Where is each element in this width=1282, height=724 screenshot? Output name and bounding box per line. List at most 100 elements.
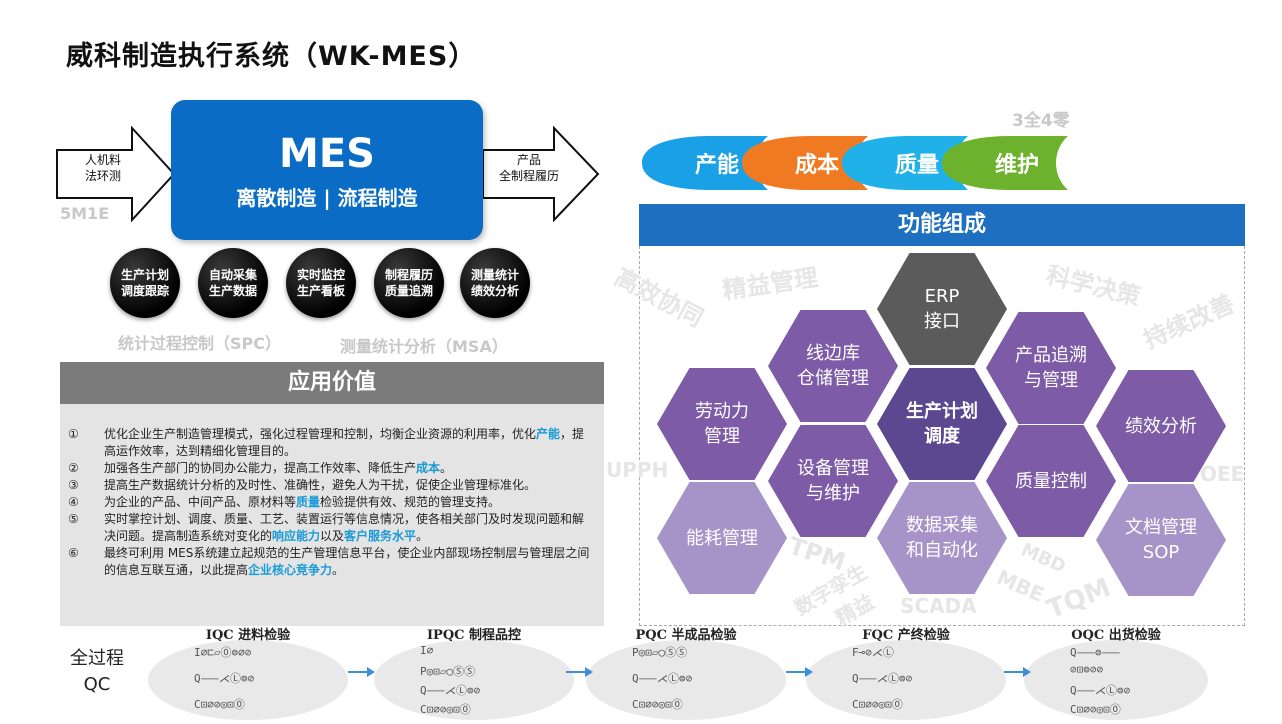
value-text: 为企业的产品、中间产品、原材料等: [104, 495, 297, 509]
circle-line: 测量统计: [470, 268, 519, 282]
circle-line: 生产看板: [296, 284, 345, 298]
qc-flow-arrow: [348, 667, 375, 677]
circle-plan-schedule: 生产计划调度跟踪: [110, 248, 180, 318]
input-arrow-shape: [56, 126, 176, 222]
circle-process-trace: 制程履历质量追溯: [374, 248, 444, 318]
qc-step-line: C⊡∅⊘◎⊡⓪: [194, 698, 245, 711]
hex-label-line: 数据采集: [906, 515, 978, 536]
hex-data-collection: 数据采集和自动化: [877, 482, 1007, 594]
hex-label-line: 仓储管理: [797, 368, 869, 389]
qc-step-line: C⊡∅⊘◎⊡⓪: [1070, 703, 1121, 716]
hex-label-line: 和自动化: [906, 540, 978, 561]
hex-label: 设备管理与维护: [788, 456, 878, 506]
input-arrow-line2: 法环测: [84, 169, 121, 183]
value-item-number: ⑥: [68, 546, 79, 560]
hex-label: 绩效分析: [1116, 414, 1206, 439]
feature-circles: 生产计划调度跟踪 自动采集生产数据 实时监控生产看板 制程履历质量追溯 测量统计…: [110, 248, 550, 328]
output-arrow-label: 产品 全制程履历: [488, 152, 570, 184]
watermark: SCADA: [900, 594, 977, 618]
hex-erp-interface: ERP 接口: [877, 253, 1007, 365]
hex-label-line: 文档管理: [1125, 517, 1197, 538]
hex-label-line: 接口: [924, 311, 960, 332]
qc-flow-arrow: [786, 667, 813, 677]
value-keyword: 成本: [416, 461, 441, 475]
value-list: ① 优化企业生产制造管理模式，强化过程管理和控制，均衡企业资源的利用率，优化产能，…: [60, 404, 604, 626]
hex-label-line: 调度: [924, 426, 960, 447]
mes-subtitle: 离散制造 | 流程制造: [236, 186, 418, 210]
qc-step-title: OQC 出货检验: [1071, 628, 1161, 643]
tag-leaf-shape: [942, 136, 1068, 190]
hex-labor: 劳动力管理: [657, 368, 787, 480]
qc-flow-arrow: [1004, 667, 1031, 677]
qc-flow-arrow: [566, 667, 593, 677]
value-item-text: 最终可利用 MES系统建立起规范的生产管理信息平台，使企业内部现场控制层与管理层…: [104, 545, 594, 579]
value-item-number: ①: [68, 427, 79, 441]
value-item-text: 实时掌控计划、调度、质量、工艺、装置运行等信息情况，使各相关部门及时发现问题和解…: [104, 511, 594, 545]
hex-label-line: 能耗管理: [686, 527, 758, 549]
hex-label-line: ERP: [924, 286, 960, 307]
value-text: 以及: [320, 529, 345, 543]
qc-step-ellipse: [148, 640, 348, 720]
hex-label-line: 管理: [704, 426, 740, 447]
output-arrow-line2: 全制程履历: [498, 169, 559, 183]
tag-quality: 质量: [872, 134, 962, 192]
qc-label-line2: QC: [83, 674, 111, 695]
value-text: 优化企业生产制造管理模式，强化过程管理和控制，均衡企业资源的利用率，优化: [104, 427, 537, 441]
value-text: 实时掌控计划、调度、质量、工艺、装置运行等信息情况，使各相关部门及时发现问题和解…: [104, 512, 585, 543]
qc-step-line: F⊸⊘⋌Ⓛ: [852, 646, 894, 659]
hex-label: 能耗管理: [677, 526, 767, 551]
output-arrow-shape: [482, 126, 600, 222]
hex-label-line: 线边库: [806, 343, 860, 364]
circle-measure-analysis: 测量统计绩效分析: [460, 248, 530, 318]
qc-step-line: Q⸺⋌Ⓛ⊜⊘: [852, 672, 913, 685]
qc-step-line: C⊡∅⊘◎⊡⓪: [420, 703, 471, 716]
qc-step-ellipse: [1024, 640, 1208, 720]
hex-label: 产品追溯与管理: [1006, 343, 1096, 393]
hex-label-line: 劳动力: [695, 401, 749, 422]
tag-label: 成本: [794, 153, 839, 178]
input-arrow-label: 人机料 法环测: [68, 152, 138, 184]
value-keyword: 企业核心竞争力: [248, 563, 333, 577]
input-arrow-line1: 人机料: [84, 153, 121, 167]
mes-title: MES: [279, 131, 375, 177]
tag-leaf-shape: [842, 136, 968, 190]
qc-step-ellipse: [374, 640, 574, 720]
tag-capacity: 产能: [672, 134, 762, 192]
hex-plan-schedule: 生产计划调度: [877, 368, 1007, 480]
value-text: 检验提供有效、规范的管理支持。: [320, 495, 501, 509]
page-title: 威科制造执行系统（WK-MES）: [66, 41, 477, 72]
qc-step-line: I∅⊏▱⓪⊜∅⊘: [194, 646, 252, 659]
value-text: ，提高运作效率，达到精细化管理目的。: [104, 427, 585, 458]
value-text: 最终可利用 MES系统建立起规范的生产管理信息平台，使企业内部现场控制层与管理层…: [104, 546, 590, 577]
value-text: 。: [416, 529, 429, 543]
ghost-msa: 测量统计分析（MSA）: [340, 337, 508, 356]
circle-line: 调度跟踪: [120, 284, 169, 298]
qc-step-ellipse: [586, 640, 786, 720]
qc-step-title: PQC 半成品检验: [635, 628, 737, 643]
hex-label: 数据采集和自动化: [897, 513, 987, 563]
qc-step-title: IPQC 制程品控: [426, 628, 522, 643]
tag-shapes: [642, 136, 1068, 190]
value-item: ① 优化企业生产制造管理模式，强化过程管理和控制，均衡企业资源的利用率，优化产能，…: [68, 426, 594, 460]
value-keyword: 质量: [296, 495, 321, 509]
functions-heading: 功能组成: [639, 204, 1245, 246]
value-item-text: 优化企业生产制造管理模式，强化过程管理和控制，均衡企业资源的利用率，优化产能，提…: [104, 426, 594, 460]
tag-label: 质量: [894, 153, 939, 178]
functions-area: [639, 246, 1245, 626]
ghost-spc: 统计过程控制（SPC）: [118, 334, 281, 353]
qc-step-line: Q⸺⋌Ⓛ⊜⊘: [1070, 684, 1131, 697]
value-text: 加强各生产部门的协同办公能力，提高工作效率、降低生产: [104, 461, 417, 475]
value-item: ⑥ 最终可利用 MES系统建立起规范的生产管理信息平台，使企业内部现场控制层与管理…: [68, 545, 594, 579]
qc-step-ellipse: [806, 640, 1006, 720]
qc-step-line: ⊘⊡⊜⊘⊘: [1070, 663, 1104, 676]
hex-equipment: 设备管理与维护: [768, 425, 898, 537]
watermark: UPPH: [606, 458, 669, 482]
qc-step-line: C⊡∅⊘◎⊡⓪: [852, 698, 903, 711]
value-keyword: 产能: [536, 427, 561, 441]
value-keyword: 客户服务水平: [344, 529, 417, 543]
qc-step-line: P◎⊡▱◯ⓈⓈ: [420, 665, 476, 678]
